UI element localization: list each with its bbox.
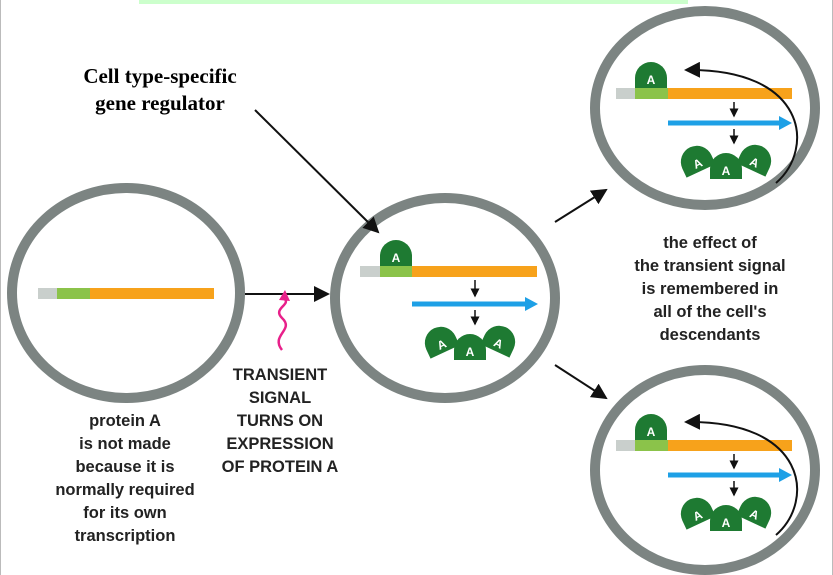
caption-line: the effect of xyxy=(663,234,757,252)
signal-squiggle xyxy=(277,297,288,351)
callout-arrow xyxy=(254,109,380,234)
gene-descendant-top xyxy=(616,61,799,184)
gene-descendant-bottom xyxy=(616,413,799,536)
gene-initial xyxy=(38,288,214,299)
caption-line: OF PROTEIN A xyxy=(221,458,339,476)
caption-line: for its own xyxy=(83,504,167,522)
caption-line: EXPRESSION xyxy=(226,435,334,453)
caption-line: normally required xyxy=(55,481,195,499)
left-caption: protein A is not made because it is norm… xyxy=(20,410,230,548)
caption-line: TRANSIENT xyxy=(232,366,328,384)
gene-induced xyxy=(360,240,538,360)
caption-line: protein A xyxy=(89,412,161,430)
signal-caption: TRANSIENT SIGNAL TURNS ON EXPRESSION OF … xyxy=(200,364,360,479)
caption-line: is not made xyxy=(79,435,171,453)
callout-line: Cell type-specific xyxy=(83,64,237,88)
top-highlight-bar xyxy=(139,0,688,4)
callout-line: gene regulator xyxy=(95,91,225,115)
caption-line: transcription xyxy=(74,527,176,545)
division-arrow-bottom xyxy=(554,364,608,400)
caption-line: SIGNAL xyxy=(248,389,312,407)
cell-descendant-top xyxy=(590,6,820,210)
caption-line: TURNS ON xyxy=(236,412,324,430)
callout-label: Cell type-specific gene regulator xyxy=(40,63,280,117)
division-arrow-top xyxy=(554,188,608,223)
caption-line: descendants xyxy=(659,326,761,344)
caption-line: is remembered in xyxy=(641,280,779,298)
cell-descendant-bottom xyxy=(590,365,820,575)
cell-induced xyxy=(330,193,560,403)
cell-initial xyxy=(7,183,245,403)
right-caption: the effect of the transient signal is re… xyxy=(605,232,815,347)
caption-line: because it is xyxy=(75,458,175,476)
regulator-protein xyxy=(380,240,412,266)
caption-line: all of the cell's xyxy=(653,303,767,321)
caption-line: the transient signal xyxy=(634,257,786,275)
